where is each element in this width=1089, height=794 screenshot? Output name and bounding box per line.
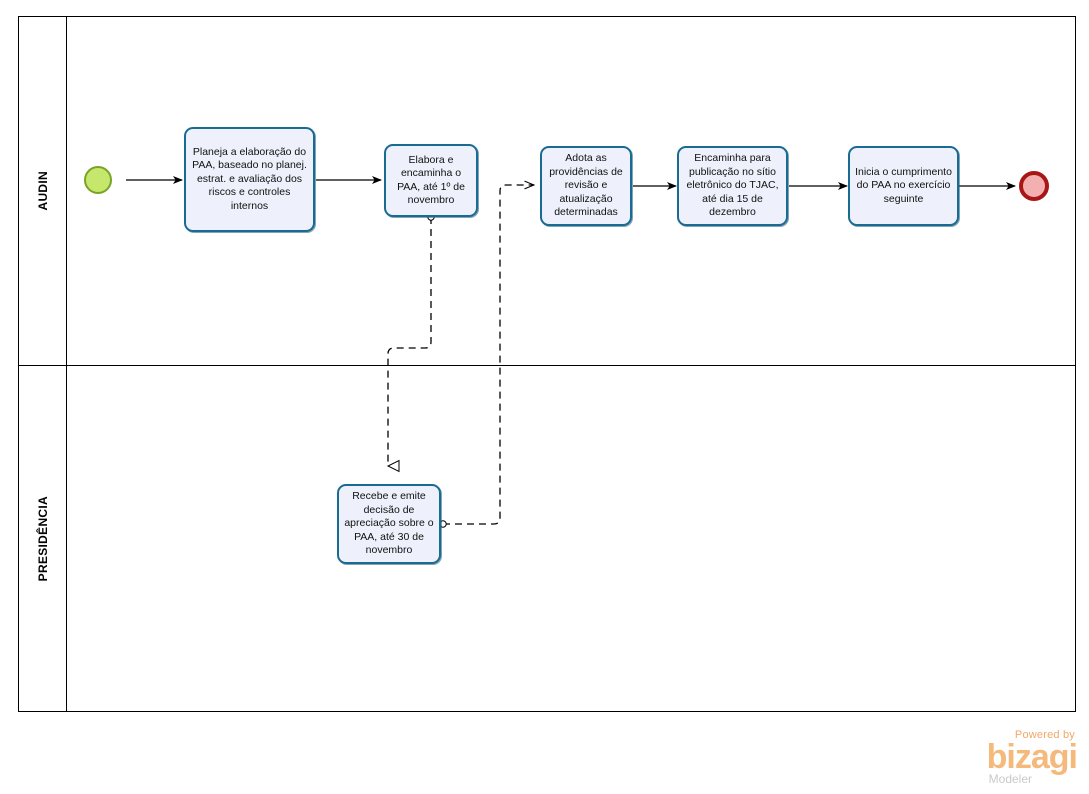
- task-planeja-label: Planeja a elaboração do PAA, baseado no …: [192, 145, 307, 212]
- task-elabora-label: Elabora e encaminha o PAA, até 1º de nov…: [397, 153, 465, 207]
- task-inicia-cumprimento[interactable]: Inicia o cumprimento do PAA no exercício…: [848, 146, 959, 226]
- start-event[interactable]: [84, 166, 112, 194]
- task-adota-label: Adota as providências de revisão e atual…: [549, 152, 623, 219]
- lane-header-presidencia: PRESIDÊNCIA: [19, 366, 67, 711]
- lane-label-presidencia: PRESIDÊNCIA: [35, 495, 50, 582]
- task-recebe-emite[interactable]: Recebe e emite decisão de apreciação sob…: [337, 484, 441, 564]
- lane-label-audin: AUDIN: [35, 171, 50, 211]
- powered-by-label: Powered by: [1014, 729, 1075, 741]
- task-adota[interactable]: Adota as providências de revisão e atual…: [540, 146, 632, 226]
- task-encaminha-publicacao[interactable]: Encaminha para publicação no sítio eletr…: [677, 146, 788, 226]
- lane-body-presidencia: [67, 366, 1075, 711]
- task-planeja[interactable]: Planeja a elaboração do PAA, baseado no …: [184, 127, 315, 232]
- task-encaminha-publicacao-label: Encaminha para publicação no sítio eletr…: [686, 152, 779, 219]
- lane-header-audin: AUDIN: [19, 17, 67, 365]
- bizagi-watermark: Powered by bizagi Modeler: [986, 729, 1078, 786]
- bizagi-wordmark: bizagi: [986, 738, 1078, 776]
- task-elabora[interactable]: Elabora e encaminha o PAA, até 1º de nov…: [384, 144, 478, 217]
- task-recebe-emite-label: Recebe e emite decisão de apreciação sob…: [344, 490, 434, 557]
- bizagi-product-label: Modeler: [988, 772, 1033, 786]
- bpmn-pool: AUDIN PRESIDÊNCIA: [18, 16, 1076, 712]
- lane-presidencia: PRESIDÊNCIA: [19, 366, 1075, 711]
- task-inicia-cumprimento-label: Inicia o cumprimento do PAA no exercício…: [855, 165, 952, 205]
- end-event[interactable]: [1019, 171, 1049, 201]
- lane-audin: AUDIN: [19, 17, 1075, 366]
